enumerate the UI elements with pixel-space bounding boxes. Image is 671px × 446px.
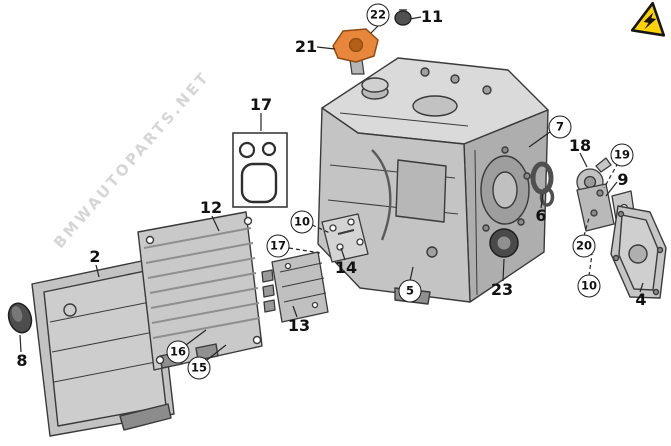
callout-9[interactable]: 9 [617,170,629,189]
highlighted-bracket-illustration [332,28,379,75]
callout-2[interactable]: 2 [89,247,101,266]
control-module-cover-illustration [31,257,175,437]
callout-10[interactable]: 10 [577,274,601,298]
callout-17[interactable]: 17 [266,234,290,258]
pump-assembly-illustration [576,157,615,232]
leader-lines [19,16,644,361]
o-rings-illustration [530,161,555,207]
control-module-illustration [137,211,263,371]
vent-grommet-illustration [394,9,412,26]
callout-20[interactable]: 20 [572,234,596,258]
gasket-plate-illustration [321,213,369,263]
callout-11[interactable]: 11 [420,7,444,26]
callout-21[interactable]: 21 [294,37,318,56]
callout-22[interactable]: 22 [366,3,390,27]
callout-23[interactable]: 23 [490,280,514,299]
shaft-seal-illustration [489,228,519,258]
valve-block-illustration [261,251,329,323]
callout-18[interactable]: 18 [568,136,592,155]
high-voltage-warning-icon [630,1,666,37]
callout-10[interactable]: 10 [290,210,314,234]
callout-17[interactable]: 17 [249,95,273,114]
callout-16[interactable]: 16 [166,340,190,364]
end-cover-illustration [610,205,667,299]
grommet-illustration [7,302,33,334]
callout-5[interactable]: 5 [398,279,422,303]
callout-19[interactable]: 19 [610,143,634,167]
callout-15[interactable]: 15 [187,356,211,380]
callout-14[interactable]: 14 [334,258,358,277]
callout-6[interactable]: 6 [535,206,547,225]
callout-12[interactable]: 12 [199,198,223,217]
callout-8[interactable]: 8 [16,351,28,370]
callout-4[interactable]: 4 [635,290,647,309]
callout-7[interactable]: 7 [548,115,572,139]
callout-13[interactable]: 13 [287,316,311,335]
seal-kit-box-illustration [232,132,288,208]
